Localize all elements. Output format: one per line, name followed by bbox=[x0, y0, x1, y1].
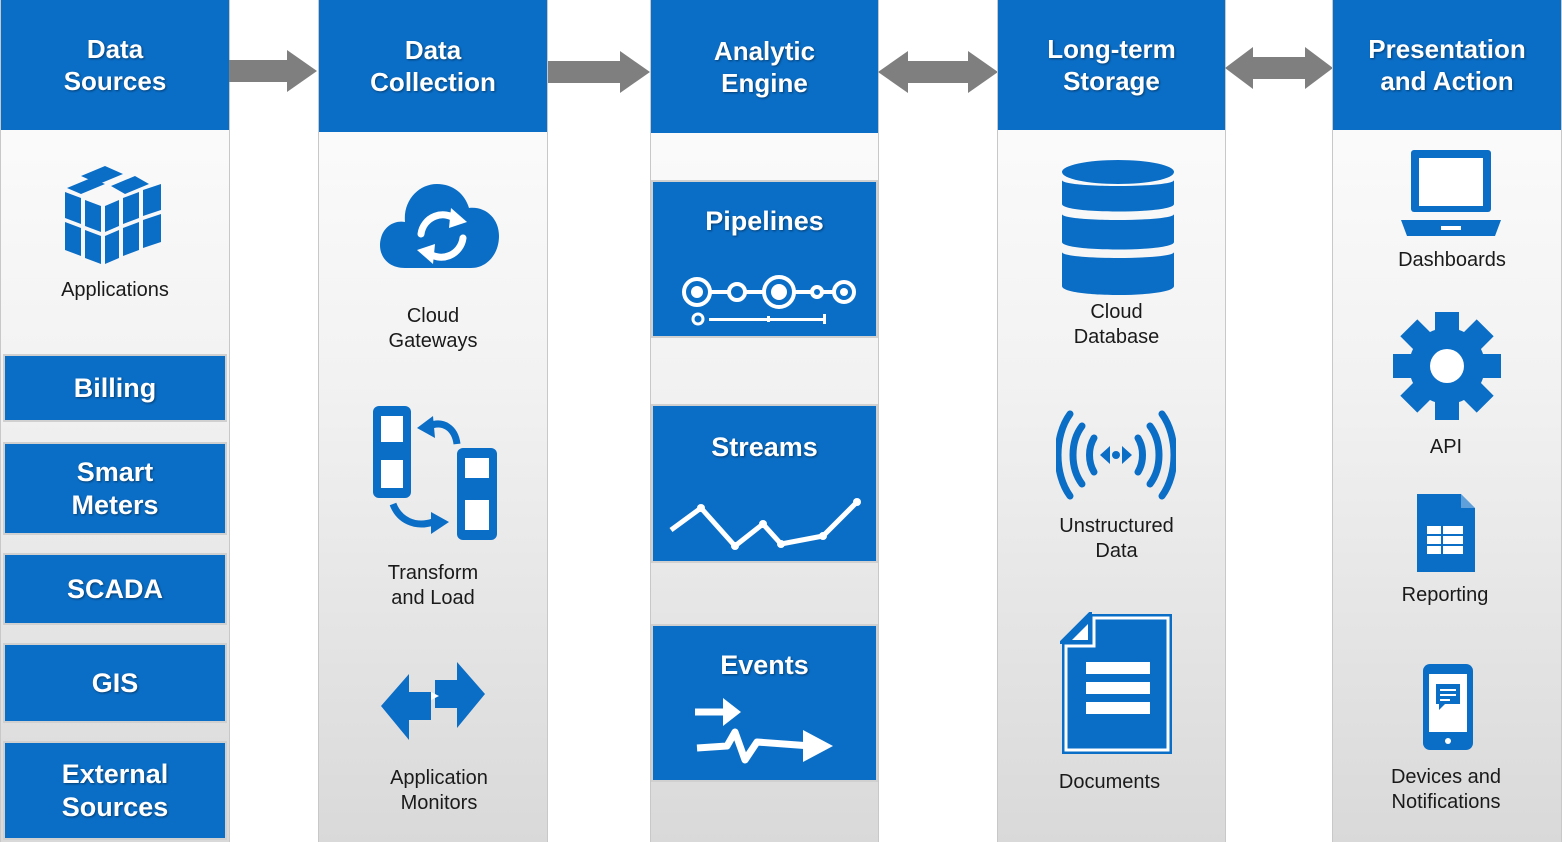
tablet-icon bbox=[1423, 664, 1473, 750]
flow-arrow-both-icon bbox=[1225, 47, 1333, 89]
document-icon bbox=[1060, 612, 1172, 754]
engine-item-streams: Streams bbox=[651, 404, 878, 563]
storage-item-cloud-database: Cloud Database bbox=[1073, 301, 1160, 348]
presentation-header: Presentation and Action bbox=[1333, 0, 1561, 130]
source-item-gis: GIS bbox=[3, 643, 227, 723]
pipeline-icon bbox=[682, 275, 856, 326]
engine-item-events: Events bbox=[651, 624, 878, 782]
data-collection-column: Data Collection Cloud Gateways bbox=[318, 0, 548, 842]
event-arrows-icon bbox=[695, 698, 833, 764]
cube-blocks-icon bbox=[65, 166, 161, 264]
gear-icon bbox=[1393, 312, 1501, 420]
broadcast-icon bbox=[1056, 410, 1176, 500]
source-item-smart-meters: Smart Meters bbox=[3, 442, 227, 535]
source-item-external-sources: External Sources bbox=[3, 741, 227, 840]
presentation-item-reporting: Reporting bbox=[1401, 584, 1489, 606]
flow-arrow-right-icon bbox=[548, 51, 650, 93]
source-item-billing: Billing bbox=[3, 354, 227, 422]
spreadsheet-icon bbox=[1417, 494, 1475, 572]
collection-item-cloud-gateways: Cloud Gateways bbox=[388, 305, 478, 352]
presentation-item-devices-and-notifications: Devices and Notifications bbox=[1390, 766, 1502, 813]
collection-item-application-monitors: Application Monitors bbox=[390, 767, 488, 814]
transform-icon bbox=[373, 406, 497, 540]
flow-arrow-right-icon bbox=[229, 50, 317, 92]
presentation-item-dashboards: Dashboards bbox=[1398, 249, 1506, 271]
storage-item-unstructured-data: Unstructured Data bbox=[1059, 515, 1174, 562]
data-sources-header: Data Sources bbox=[1, 0, 229, 130]
exchange-arrows-icon bbox=[381, 662, 485, 740]
presentation-column: Presentation and Action Dashboards API bbox=[1332, 0, 1562, 842]
engine-item-pipelines: Pipelines bbox=[651, 180, 878, 338]
applications-label: Applications bbox=[61, 279, 169, 301]
source-item-scada: SCADA bbox=[3, 553, 227, 625]
data-collection-header: Data Collection bbox=[319, 0, 547, 132]
flow-arrow-both-icon bbox=[878, 51, 998, 93]
database-icon bbox=[1062, 160, 1174, 295]
stream-wave-icon bbox=[669, 498, 861, 550]
long-term-storage-column: Long-term Storage Cloud Database Unst bbox=[997, 0, 1226, 842]
data-sources-column: Data Sources Applications Billing Smart … bbox=[0, 0, 230, 842]
cloud-sync-icon bbox=[380, 184, 499, 268]
collection-item-transform-and-load: Transform and Load bbox=[387, 562, 479, 609]
analytic-engine-column: Analytic Engine Pipelines bbox=[650, 0, 879, 842]
presentation-item-api: API bbox=[1429, 436, 1463, 458]
storage-item-documents: Documents bbox=[1058, 771, 1161, 793]
laptop-icon bbox=[1401, 150, 1501, 236]
analytic-engine-header: Analytic Engine bbox=[651, 0, 878, 133]
long-term-storage-header: Long-term Storage bbox=[998, 0, 1225, 130]
